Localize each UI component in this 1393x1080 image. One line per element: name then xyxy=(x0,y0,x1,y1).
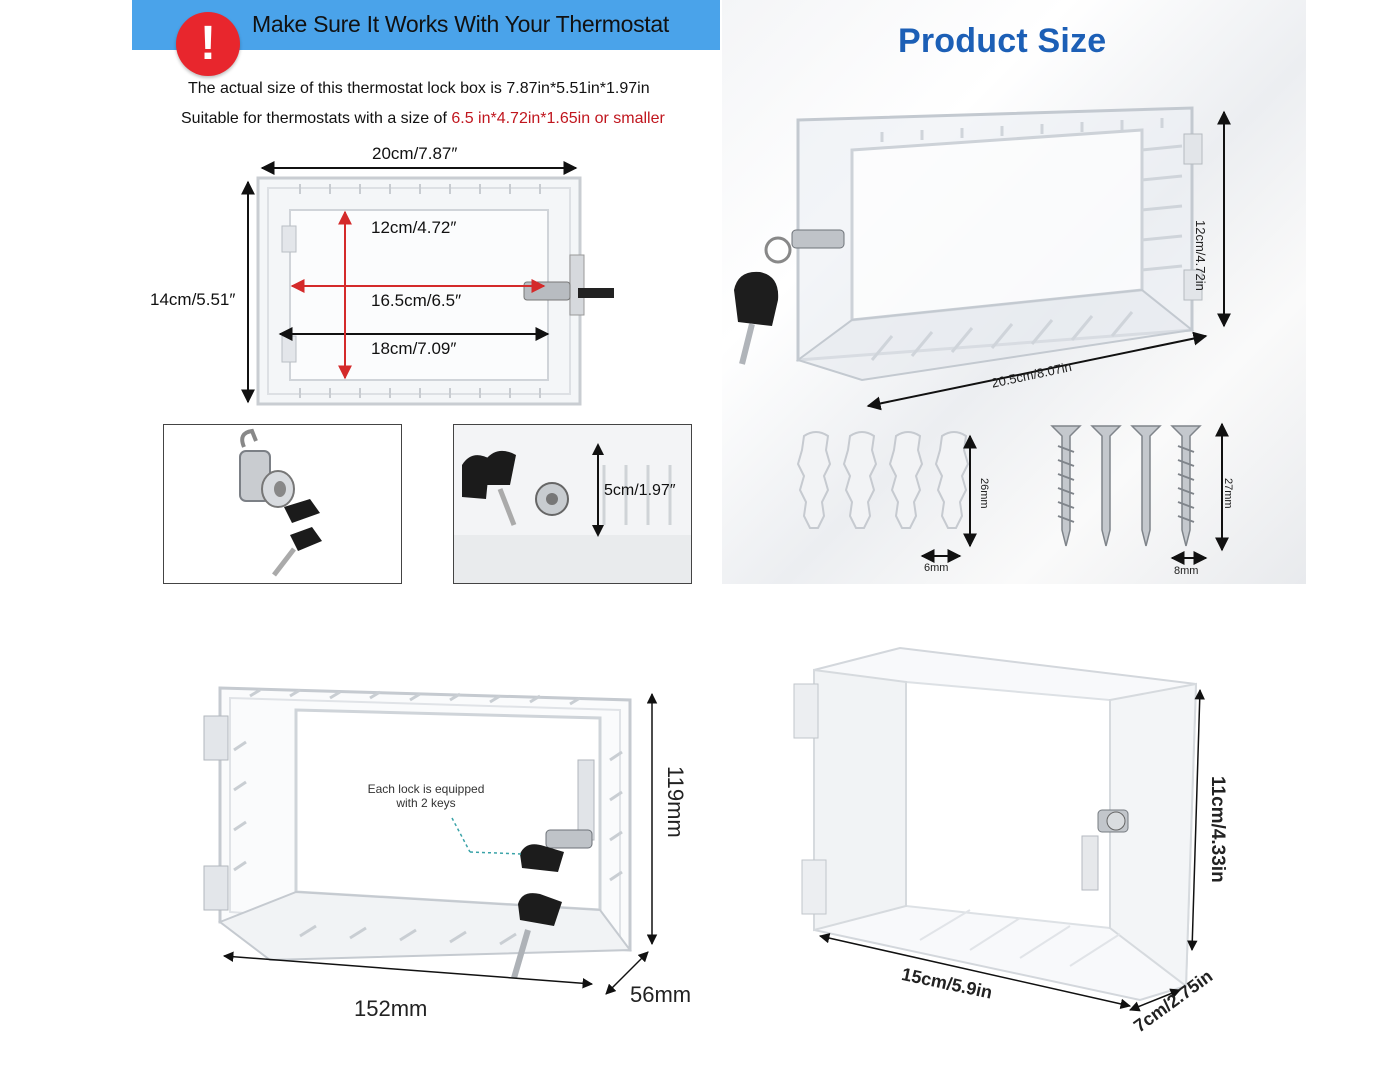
product-size-title: Product Size xyxy=(898,22,1107,60)
actual-size-text: The actual size of this thermostat lock … xyxy=(188,80,650,97)
screw-length-label: 27mm xyxy=(1222,478,1234,509)
product-size-diagram xyxy=(734,106,1231,565)
dim-inner-height-label: 12cm/4.72″ xyxy=(371,218,457,237)
anchor-length-label: 26mm xyxy=(978,478,990,509)
dim-height-label: 14cm/5.51″ xyxy=(150,290,236,309)
screw-width-label: 8mm xyxy=(1174,565,1199,577)
p3-height-label: 119mm xyxy=(663,766,688,838)
suitable-size-highlight: 6.5 in*4.72in*1.65in or smaller xyxy=(451,110,665,127)
front-view-diagram xyxy=(241,161,614,406)
dim-inner-span-label: 18cm/7.09″ xyxy=(371,339,457,358)
mm-dimension-diagram xyxy=(203,686,658,995)
keys-callout: Each lock is equipped with 2 keys xyxy=(364,782,488,810)
suitable-size-prefix: Suitable for thermostats with a size of xyxy=(181,110,452,127)
dim-inner-width-label: 16.5cm/6.5″ xyxy=(371,291,462,310)
keys-callout-line1: Each lock is equipped xyxy=(367,782,485,796)
dim-width-label: 20cm/7.87″ xyxy=(372,144,458,163)
lock-keys-photo xyxy=(163,424,402,584)
exclamation-icon: ! xyxy=(176,12,240,76)
p3-width-label: 152mm xyxy=(354,996,428,1021)
cm-dimension-diagram xyxy=(793,646,1205,1012)
dim-depth-label: 5cm/1.97″ xyxy=(604,482,676,499)
p2-height-label: 12cm/4.72in xyxy=(1193,220,1208,291)
p3-depth-label: 56mm xyxy=(630,982,692,1007)
p4-height-label: 11cm/4.33in xyxy=(1207,776,1228,883)
anchor-width-label: 6mm xyxy=(924,562,949,574)
lock-with-keys-image xyxy=(239,428,322,577)
depth-detail-image xyxy=(454,425,691,537)
depth-photo xyxy=(453,424,692,584)
keys-callout-line2: with 2 keys xyxy=(396,796,456,810)
suitable-size-text: Suitable for thermostats with a size of … xyxy=(181,110,665,128)
banner-title: Make Sure It Works With Your Thermostat xyxy=(252,11,669,37)
